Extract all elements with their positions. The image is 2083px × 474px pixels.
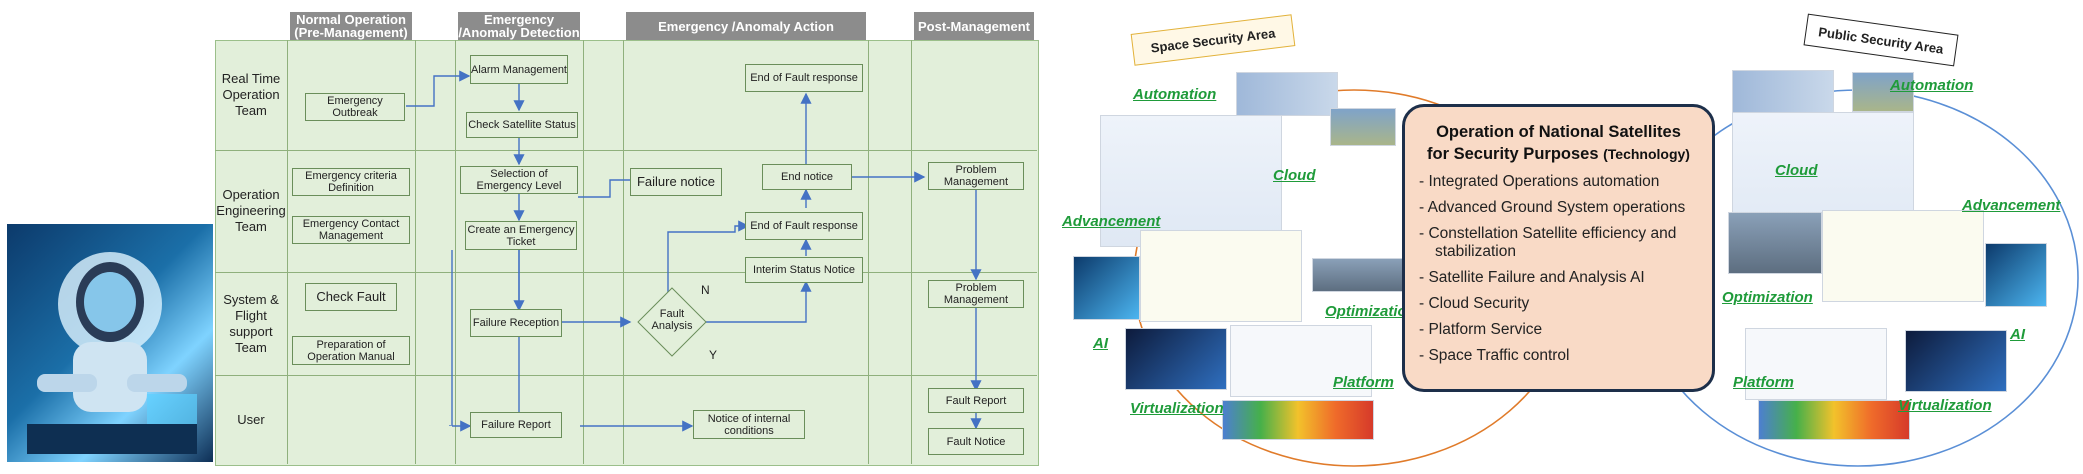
emergency-outbreak-box: Emergency Outbreak bbox=[305, 93, 405, 121]
right-keyword-platform: Platform bbox=[1733, 374, 1794, 391]
list-item-text: Platform Service bbox=[1428, 321, 1543, 338]
right-photo-thumbnail bbox=[1852, 72, 1914, 112]
left-keyword-platform: Platform bbox=[1333, 374, 1394, 391]
end-of-fault-response-mid-box: End of Fault response bbox=[745, 212, 863, 240]
branch-yes-label: Y bbox=[709, 348, 718, 362]
list-item-text: Satellite Failure and Analysis AI bbox=[1428, 269, 1645, 286]
list-item: - Constellation Satellite efficiency and… bbox=[1419, 225, 1677, 260]
list-item-text: Constellation Satellite efficiency and s… bbox=[1428, 225, 1677, 260]
left-roadmap-thumbnail bbox=[1222, 400, 1374, 440]
right-robot-thumbnail bbox=[1985, 243, 2047, 307]
left-map-thumbnail bbox=[1236, 72, 1338, 116]
fault-notice-box: Fault Notice bbox=[928, 428, 1024, 455]
notice-internal-conditions-box: Notice of internal conditions bbox=[693, 410, 805, 439]
list-item: - Platform Service bbox=[1419, 321, 1543, 338]
right-keyword-optimization: Optimization bbox=[1722, 289, 1813, 306]
right-network-thumbnail bbox=[1745, 328, 1887, 400]
grid-line bbox=[583, 40, 584, 464]
problem-management-2-box: Problem Management bbox=[928, 280, 1024, 308]
grid-line bbox=[415, 40, 416, 464]
list-item: - Integrated Operations automation bbox=[1419, 173, 1660, 190]
grid-line bbox=[215, 272, 1037, 273]
grid-line bbox=[215, 150, 1037, 151]
center-title-suffix: (Technology) bbox=[1603, 146, 1690, 162]
list-item-text: Integrated Operations automation bbox=[1428, 173, 1660, 190]
end-notice-box: End notice bbox=[762, 164, 852, 190]
column-header-detection: Emergency /Anomaly Detection bbox=[458, 12, 580, 40]
preparation-manual-box: Preparation of Operation Manual bbox=[292, 336, 410, 365]
branch-no-label: N bbox=[701, 283, 710, 297]
emergency-criteria-box: Emergency criteria Definition bbox=[292, 168, 410, 196]
selection-emergency-level-box: Selection of Emergency Level bbox=[460, 166, 578, 194]
list-item-text: Space Traffic control bbox=[1428, 347, 1570, 364]
grid-line bbox=[911, 40, 912, 464]
right-keyword-ai: AI bbox=[2010, 326, 2025, 343]
problem-management-1-box: Problem Management bbox=[928, 162, 1024, 190]
list-item-text: Advanced Ground System operations bbox=[1427, 199, 1686, 216]
grid-line bbox=[287, 40, 288, 464]
grid-line bbox=[868, 40, 869, 464]
failure-report-box: Failure Report bbox=[470, 412, 562, 438]
left-keyword-ai: AI bbox=[1093, 335, 1108, 352]
left-keyword-optimization: Optimization bbox=[1325, 303, 1416, 320]
interim-status-notice-box: Interim Status Notice bbox=[745, 257, 863, 283]
left-city-thumbnail bbox=[1312, 258, 1404, 292]
left-network-thumbnail bbox=[1230, 325, 1372, 397]
space-security-area-label: Space Security Area bbox=[1149, 24, 1277, 56]
technology-list: - Integrated Operations automation - Adv… bbox=[1419, 173, 1698, 365]
right-city-thumbnail bbox=[1728, 212, 1822, 274]
column-header-normal-operation: Normal Operation (Pre-Management) bbox=[290, 12, 412, 40]
lane-label-user: User bbox=[237, 411, 265, 427]
lane-label-real-time: Real Time Operation Team bbox=[221, 71, 281, 118]
right-map-thumbnail bbox=[1732, 70, 1834, 114]
emergency-contact-box: Emergency Contact Management bbox=[292, 216, 410, 244]
left-keyboard-thumbnail bbox=[1125, 328, 1227, 390]
lane-label-system-flight: System & Flight support Team bbox=[223, 291, 279, 355]
list-item: - Space Traffic control bbox=[1419, 347, 1570, 364]
right-roadmap-thumbnail bbox=[1758, 400, 1910, 440]
robot-illustration bbox=[7, 224, 213, 462]
left-table-thumbnail bbox=[1140, 230, 1302, 322]
center-technology-card: Operation of National Satellites for Sec… bbox=[1402, 104, 1715, 392]
left-keyword-cloud: Cloud bbox=[1273, 167, 1316, 184]
right-keyword-automation: Automation bbox=[1890, 77, 1974, 94]
right-table-thumbnail bbox=[1822, 210, 1984, 302]
failure-notice-box: Failure notice bbox=[630, 168, 722, 196]
fault-report-box: Fault Report bbox=[928, 388, 1024, 413]
list-item-text: Cloud Security bbox=[1428, 295, 1530, 312]
right-keyword-virtualization: Virtualization bbox=[1898, 397, 1992, 414]
left-robot-thumbnail bbox=[1073, 256, 1140, 320]
lane-label-operation-engineering: Operation Engineering Team bbox=[216, 187, 286, 234]
column-header-post-management: Post-Management bbox=[914, 12, 1034, 40]
check-satellite-status-box: Check Satellite Status bbox=[466, 112, 578, 138]
end-of-fault-response-top-box: End of Fault response bbox=[745, 64, 863, 92]
right-keyboard-thumbnail bbox=[1905, 330, 2007, 392]
create-emergency-ticket-box: Create an Emergency Ticket bbox=[465, 221, 577, 250]
left-keyword-automation: Automation bbox=[1133, 86, 1217, 103]
right-keyword-advancement: Advancement bbox=[1962, 197, 2061, 214]
list-item: - Advanced Ground System operations bbox=[1419, 199, 1686, 216]
grid-line bbox=[623, 40, 624, 464]
center-title-line1: Operation of National Satellites bbox=[1436, 123, 1681, 141]
column-header-action: Emergency /Anomaly Action bbox=[626, 12, 866, 40]
center-title-line2: for Security Purposes bbox=[1427, 145, 1599, 163]
list-item: - Satellite Failure and Analysis AI bbox=[1419, 269, 1645, 286]
swimlane-background bbox=[215, 40, 1039, 466]
right-keyword-cloud: Cloud bbox=[1775, 162, 1818, 179]
alarm-management-box: Alarm Management bbox=[470, 55, 568, 84]
left-keyword-virtualization: Virtualization bbox=[1130, 400, 1224, 417]
fault-analysis-diamond bbox=[637, 287, 707, 357]
left-photo-thumbnail bbox=[1330, 108, 1396, 146]
center-card-title: Operation of National Satellites for Sec… bbox=[1419, 121, 1698, 165]
check-fault-box: Check Fault bbox=[305, 283, 397, 311]
failure-reception-box: Failure Reception bbox=[470, 309, 562, 337]
fault-analysis-label: Fault Analysis bbox=[651, 308, 693, 332]
grid-line bbox=[215, 375, 1037, 376]
left-keyword-advancement: Advancement bbox=[1062, 213, 1161, 230]
list-item: - Cloud Security bbox=[1419, 295, 1530, 312]
grid-line bbox=[455, 40, 456, 464]
